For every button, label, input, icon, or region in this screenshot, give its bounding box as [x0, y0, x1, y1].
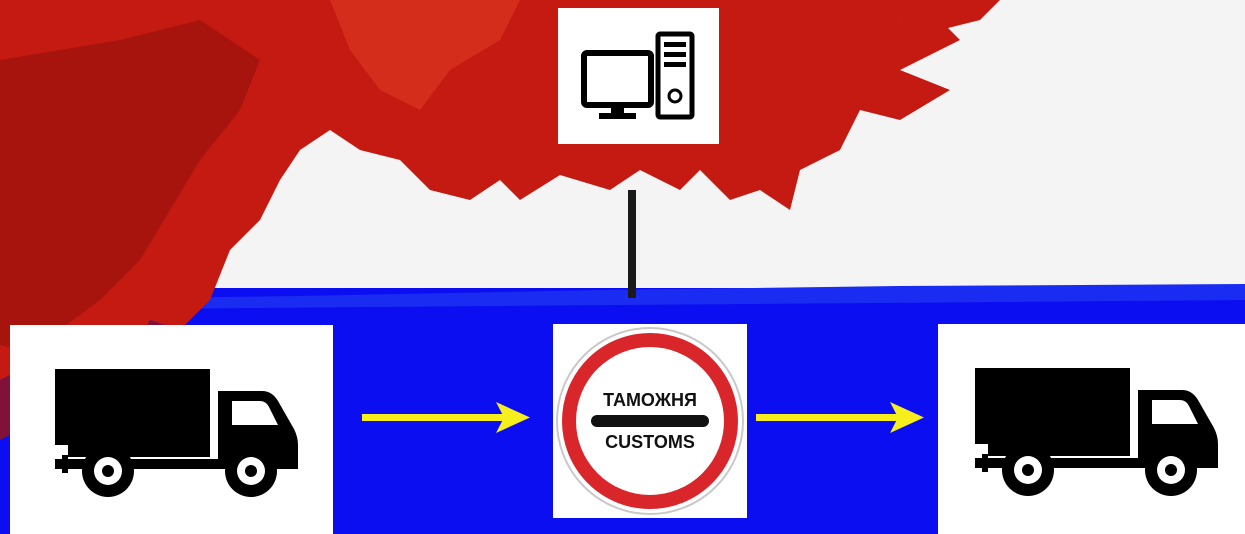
customs-node: ТАМОЖНЯ CUSTOMS	[553, 324, 747, 518]
arrow-to-customs	[358, 398, 538, 438]
truck-icon	[10, 325, 333, 534]
arrow-to-destination	[752, 398, 932, 438]
truck-origin-node	[10, 325, 333, 534]
customs-sign-top-text: ТАМОЖНЯ	[603, 390, 697, 410]
truck-icon	[938, 324, 1245, 534]
customs-sign-bottom-text: CUSTOMS	[605, 432, 695, 452]
desktop-computer-icon	[558, 8, 719, 144]
connector-line	[626, 142, 638, 302]
truck-destination-node	[938, 324, 1245, 534]
computer-node	[558, 8, 719, 144]
customs-sign-icon: ТАМОЖНЯ CUSTOMS	[553, 324, 747, 518]
